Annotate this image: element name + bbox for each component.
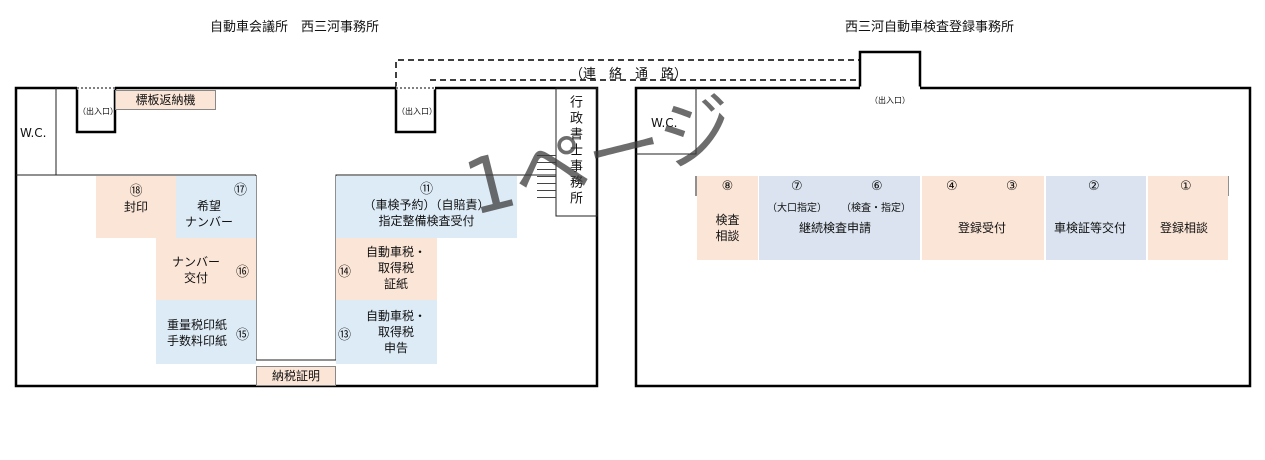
room-18-seal: ⑱ 封印 bbox=[96, 176, 176, 238]
right-building-title: 西三河自動車検査登録事務所 bbox=[845, 20, 1015, 35]
passage-label: （連 絡 通 路） bbox=[570, 67, 688, 82]
room-7-number: ⑦ bbox=[791, 179, 803, 194]
room-2-number: ② bbox=[1088, 179, 1100, 194]
room-17-line2: ナンバー bbox=[184, 215, 233, 229]
room-4-3-registration-reception: ④ ③ 登録受付 bbox=[922, 176, 1044, 260]
room-14-tax-stamp: ⑭ 自動車税・ 取得税 証紙 bbox=[336, 238, 437, 300]
room-1-registration-consult: ① 登録相談 bbox=[1148, 176, 1228, 260]
room-16-number-issue: ナンバー 交付 ⑯ bbox=[156, 238, 256, 300]
room-13-tax-declaration: ⑬ 自動車税・ 取得税 申告 bbox=[336, 300, 437, 364]
room-16-line2: 交付 bbox=[183, 271, 208, 285]
room-15-stamps: 重量税印紙 手数料印紙 ⑮ bbox=[156, 300, 256, 364]
room-3-number: ③ bbox=[1006, 179, 1018, 194]
plate-return-machine: 標板返納機 bbox=[115, 90, 216, 110]
room-13-line3: 申告 bbox=[383, 341, 408, 355]
room-8-inspection-consult: ⑧ 検査 相談 bbox=[697, 176, 758, 260]
entrance-label-left: （出入口） bbox=[78, 107, 118, 116]
room-18-number: ⑱ bbox=[129, 184, 143, 199]
gyosei-office-label: 行政書士事務所 bbox=[567, 95, 582, 207]
room-15-line2: 手数料印紙 bbox=[166, 334, 227, 348]
tax-certificate: 納税証明 bbox=[256, 366, 336, 386]
left-building-title: 自動車会議所 西三河事務所 bbox=[210, 20, 380, 35]
room-17-number: ⑰ bbox=[234, 183, 248, 198]
room-11-number: ⑪ bbox=[419, 182, 433, 197]
room-16-line1: ナンバー bbox=[171, 255, 220, 269]
room-4-number: ④ bbox=[946, 179, 958, 194]
room-6-number: ⑥ bbox=[871, 179, 883, 194]
room-11-line1: （車検予約）（自賠責） bbox=[363, 198, 490, 212]
room-7-6-continued-inspection: ⑦ ⑥ （大口指定） （検査・指定） 継続検査申請 bbox=[759, 176, 920, 260]
room-8-line2: 相談 bbox=[715, 229, 740, 243]
room-4-3-label: 登録受付 bbox=[958, 221, 1007, 235]
room-1-number: ① bbox=[1180, 179, 1192, 194]
room-15-number: ⑮ bbox=[236, 328, 250, 343]
room-17-line1: 希望 bbox=[196, 199, 221, 213]
room-14-line1: 自動車税・ bbox=[365, 245, 426, 259]
room-1-label: 登録相談 bbox=[1160, 221, 1209, 235]
wc-left-label: W.C. bbox=[20, 126, 47, 140]
room-11-inspection-reception: ⑪ （車検予約）（自賠責） 指定整備検査受付 bbox=[336, 176, 517, 238]
room-8-line1: 検査 bbox=[715, 213, 740, 227]
room-2-label: 車検証等交付 bbox=[1054, 221, 1127, 235]
room-15-line1: 重量税印紙 bbox=[166, 318, 227, 332]
room-13-line2: 取得税 bbox=[377, 325, 414, 339]
entrance-label-right: （出入口） bbox=[870, 96, 910, 105]
room-7-sub: （大口指定） bbox=[767, 203, 827, 214]
entrance-label-middle: （出入口） bbox=[397, 107, 437, 116]
room-14-number: ⑭ bbox=[338, 265, 352, 280]
room-16-number: ⑯ bbox=[236, 265, 250, 280]
room-17-hope-number: ⑰ 希望 ナンバー bbox=[176, 176, 256, 238]
room-14-line2: 取得税 bbox=[377, 261, 414, 275]
room-14-line3: 証紙 bbox=[383, 277, 408, 291]
room-13-number: ⑬ bbox=[338, 328, 352, 343]
room-13-line1: 自動車税・ bbox=[365, 309, 426, 323]
wc-right-label: W.C. bbox=[651, 116, 678, 130]
room-2-certificate-issue: ② 車検証等交付 bbox=[1046, 176, 1146, 260]
room-6-sub: （検査・指定） bbox=[841, 203, 911, 214]
room-18-label: 封印 bbox=[123, 200, 148, 214]
room-11-line2: 指定整備検査受付 bbox=[378, 214, 475, 228]
room-7-6-label: 継続検査申請 bbox=[799, 221, 872, 235]
room-8-number: ⑧ bbox=[721, 179, 734, 194]
